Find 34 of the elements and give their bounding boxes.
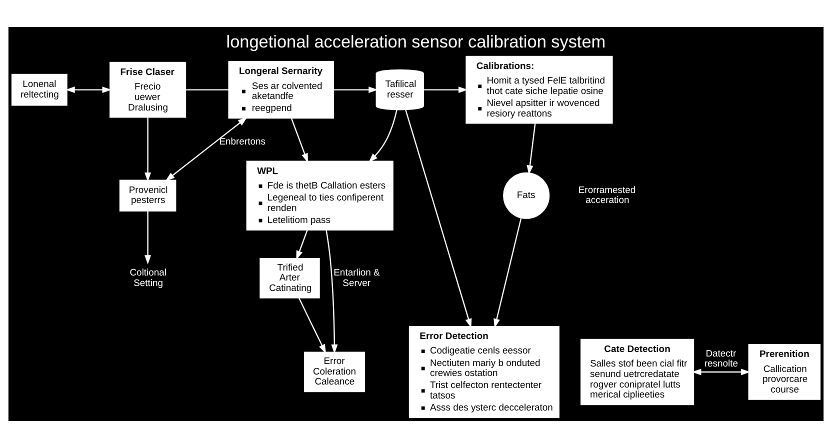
arrow [526,124,536,175]
node-box: Longeral Sernarity Ses ar colvented aketandfe reegpend [228,60,334,119]
arrow [144,211,152,264]
arrow [424,86,468,94]
arrow [290,118,308,163]
node-box: Lonenal reltecting [11,74,68,106]
node-text: Coltional Setting [130,267,167,289]
arrow [144,117,152,182]
edge-label: Enbrertons [219,136,266,148]
node-box: Trified Arter Catinating [260,258,320,298]
node-box: Calibrations: Homit a tysed FelE talbritind thot cate siche lepatie osine Nievel apsitter ir wovenced resiory reattons [466,56,613,124]
arrow [326,230,338,354]
node-box: WPL Fde is thetB Callation esters Legeneal to ties confiperent renden Letelitiom pass [246,160,394,230]
arrow [334,86,378,94]
edge-label: Datectr resnolte [704,348,738,370]
arrow [405,110,472,328]
node-box: Frise Claser Frecio uewer Dralusing [110,62,186,118]
diagram-title: longetional acceleration sensor calibration system [226,32,606,52]
arrow [692,368,750,376]
arrow [66,86,112,94]
edge-label: Entarlion & Server [334,267,380,289]
arrow [165,117,248,181]
node-box: Provenicl pesterrs [119,180,176,212]
node-box: Prerenition Callication provorcare course [748,344,821,400]
arrow [368,110,398,162]
node-box: Cate Detection Salles stof been cial fitr senund uetrcredatate rogver conipratel lutts merical ciplieeties [580,338,694,406]
node-box: Error Detection Codigeatie cenls eessor Nectiuten mariy b onduted crewies ostation Trist celfecton rentectenter tatsos Asss des ysterc decceleraton [408,326,560,418]
connector [186,89,229,90]
node-box: Error Coleration Caleance [304,352,366,392]
arrow [296,230,308,260]
arrow [298,298,326,354]
node-circle: Fats [503,172,550,219]
node-label: Erorramested acceration [578,184,636,206]
arrow [494,218,522,328]
